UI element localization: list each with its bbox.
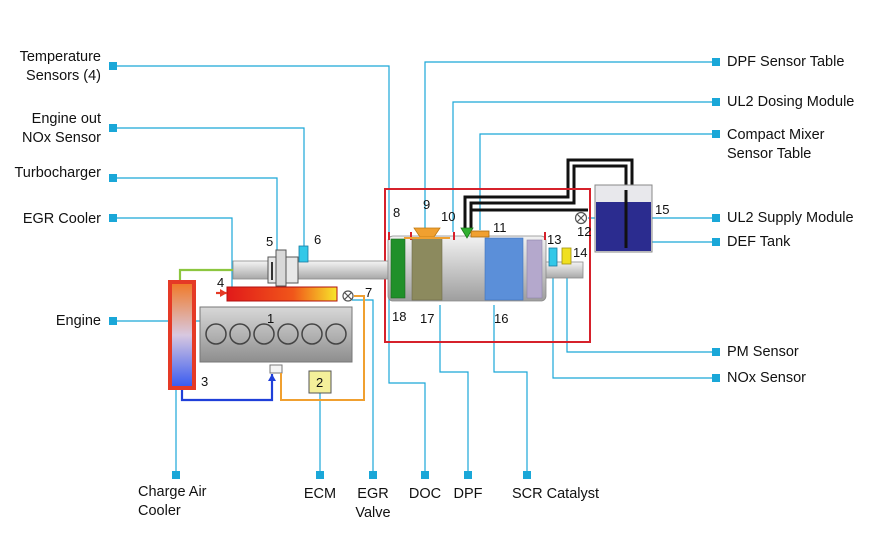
label-engine-out-nox-line1: Engine out <box>31 111 101 127</box>
num-4: 4 <box>217 275 224 290</box>
compact-mixer-sensor-table <box>470 230 490 238</box>
dpf-brick <box>390 238 406 299</box>
doc-brick <box>411 237 443 301</box>
ul2-dosing-module <box>460 227 474 239</box>
num-18: 18 <box>392 309 406 324</box>
egr-cooler <box>226 286 338 302</box>
num-13: 13 <box>547 232 561 247</box>
leader-scr <box>493 305 528 475</box>
num-16: 16 <box>494 311 508 326</box>
label-dpf-sensor-table: DPF Sensor Table <box>727 54 845 70</box>
engine-cylinders <box>205 323 347 345</box>
leader-turbocharger <box>113 177 278 262</box>
label-temperature-sensors-line1: Temperature <box>19 49 101 65</box>
label-markers <box>109 58 720 479</box>
leader-nox-sensor <box>552 266 716 379</box>
label-doc: DOC <box>408 486 442 502</box>
def-fluid <box>596 202 651 251</box>
label-compact-mixer: Compact Mixer Sensor Table <box>727 126 825 164</box>
label-charge-air-cooler: Charge Air Cooler <box>138 483 207 521</box>
leader-temperature-sensors <box>113 65 426 475</box>
label-compact-mixer-line1: Compact Mixer <box>727 127 825 143</box>
label-charge-air-cooler-line1: Charge Air <box>138 484 207 500</box>
label-compact-mixer-line2: Sensor Table <box>727 146 812 162</box>
label-ecm: ECM <box>303 486 337 502</box>
outlet-brick <box>526 239 543 299</box>
leader-engine-out-nox <box>113 127 305 248</box>
nox-sensor-icon <box>548 247 558 267</box>
label-pm-sensor: PM Sensor <box>727 344 799 360</box>
exhaust-pipe <box>232 260 389 280</box>
ecm-box <box>308 370 332 394</box>
engine-intake-port <box>269 364 283 374</box>
pm-sensor-icon <box>561 247 572 265</box>
num-8: 8 <box>393 205 400 220</box>
scr-brick <box>484 237 524 301</box>
label-engine: Engine <box>55 313 101 329</box>
num-5: 5 <box>266 234 273 249</box>
leader-dpf <box>439 305 469 475</box>
label-def-tank: DEF Tank <box>727 234 791 250</box>
cool-charge-air-line <box>180 374 274 402</box>
num-7: 7 <box>365 285 372 300</box>
label-charge-air-cooler-line2: Cooler <box>138 503 181 519</box>
label-egr-valve: EGR Valve <box>348 485 398 523</box>
label-temperature-sensors-line2: Sensors (4) <box>26 68 101 84</box>
leader-dpf-sensor-table <box>424 61 716 232</box>
label-engine-out-nox: Engine out NOx Sensor <box>0 110 101 148</box>
num-10: 10 <box>441 209 455 224</box>
egr-valve-icon <box>342 290 354 302</box>
label-turbocharger: Turbocharger <box>14 165 101 181</box>
label-ul2-supply-module: UL2 Supply Module <box>727 210 854 226</box>
leader-egr-cooler <box>113 217 233 290</box>
num-6: 6 <box>314 232 321 247</box>
leader-egr-valve <box>352 299 374 475</box>
leader-pm-sensor <box>566 266 716 353</box>
engine-out-nox-sensor-icon <box>298 245 309 263</box>
num-17: 17 <box>420 311 434 326</box>
num-2: 2 <box>316 375 323 390</box>
num-12: 12 <box>577 224 591 239</box>
num-1: 1 <box>267 311 274 326</box>
num-15: 15 <box>655 202 669 217</box>
num-3: 3 <box>201 374 208 389</box>
egr-pipe <box>178 268 233 280</box>
component-numbers: 1 2 3 4 5 6 7 8 9 10 11 12 13 14 15 16 1… <box>201 197 669 390</box>
label-egr-cooler: EGR Cooler <box>22 211 101 227</box>
num-11: 11 <box>493 220 507 235</box>
label-scr-catalyst: SCR Catalyst <box>512 486 600 502</box>
label-ul2-dosing-module: UL2 Dosing Module <box>727 94 855 110</box>
label-egr-valve-line2: Valve <box>355 505 391 521</box>
label-temperature-sensors: Temperature Sensors (4) <box>0 48 101 86</box>
num-9: 9 <box>423 197 430 212</box>
label-nox-sensor: NOx Sensor <box>727 370 806 386</box>
label-egr-valve-line1: EGR <box>357 486 389 502</box>
ecm-wiring <box>280 295 365 401</box>
engine-block <box>199 306 353 363</box>
label-dpf: DPF <box>453 486 483 502</box>
ul2-supply-module-icon <box>574 211 588 225</box>
num-14: 14 <box>573 245 587 260</box>
turbocharger-icon <box>267 249 299 287</box>
label-engine-out-nox-line2: NOx Sensor <box>22 130 101 146</box>
